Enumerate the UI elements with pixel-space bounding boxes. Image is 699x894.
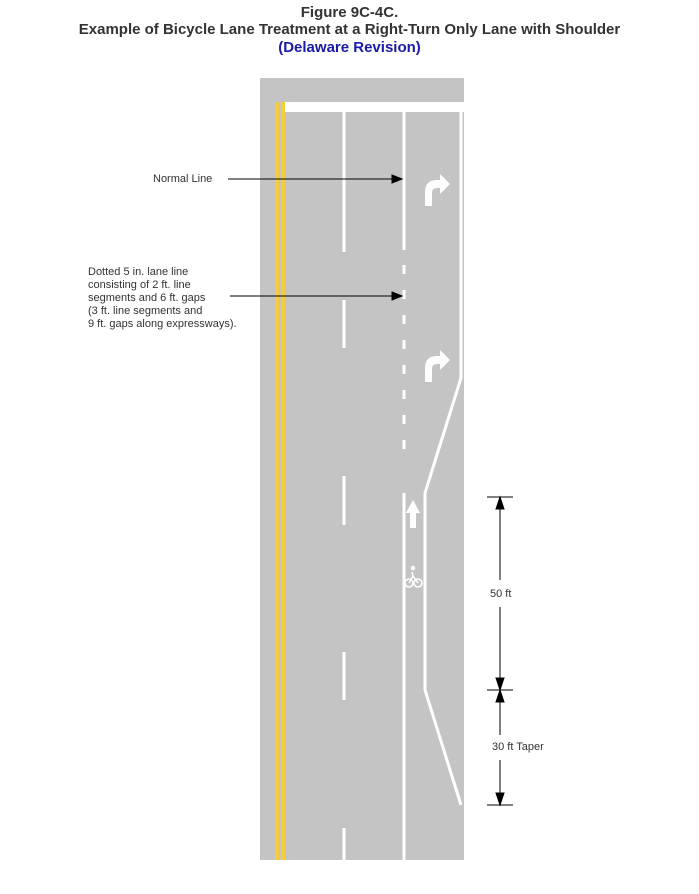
dotted-label-line: consisting of 2 ft. line [88,279,191,291]
leader-normal-line [228,174,404,184]
dimension-taper [487,688,513,807]
dotted-label-line: 9 ft. gaps along expressways). [88,318,237,330]
normal-line-label: Normal Line [153,173,213,185]
yellow-centerline-2 [281,102,285,860]
dotted-line-label: Dotted 5 in. lane line consisting of 2 f… [88,266,237,331]
stop-bar [285,102,464,112]
edge-line [423,112,463,806]
leader-dotted-line [230,291,404,301]
right-turn-arrow-icon [425,174,450,206]
yellow-centerline-1 [275,102,279,860]
right-turn-arrow-icon [425,350,450,382]
figure-subtitle: (Delaware Revision) [278,39,421,56]
dimension-50ft [487,495,513,692]
figure-number: Figure 9C-4C. [300,4,399,21]
dotted-label-line: segments and 6 ft. gaps [88,292,206,304]
dimension-taper-label: 30 ft Taper [492,741,544,753]
dotted-label-line: Dotted 5 in. lane line [88,266,189,278]
figure-title: Example of Bicycle Lane Treatment at a R… [78,21,621,38]
bicycle-icon [404,565,423,588]
dimension-50ft-label: 50 ft [490,588,512,600]
dotted-label-line: (3 ft. line segments and [88,305,203,317]
road-surface [260,78,464,860]
straight-arrow-icon [406,500,420,528]
